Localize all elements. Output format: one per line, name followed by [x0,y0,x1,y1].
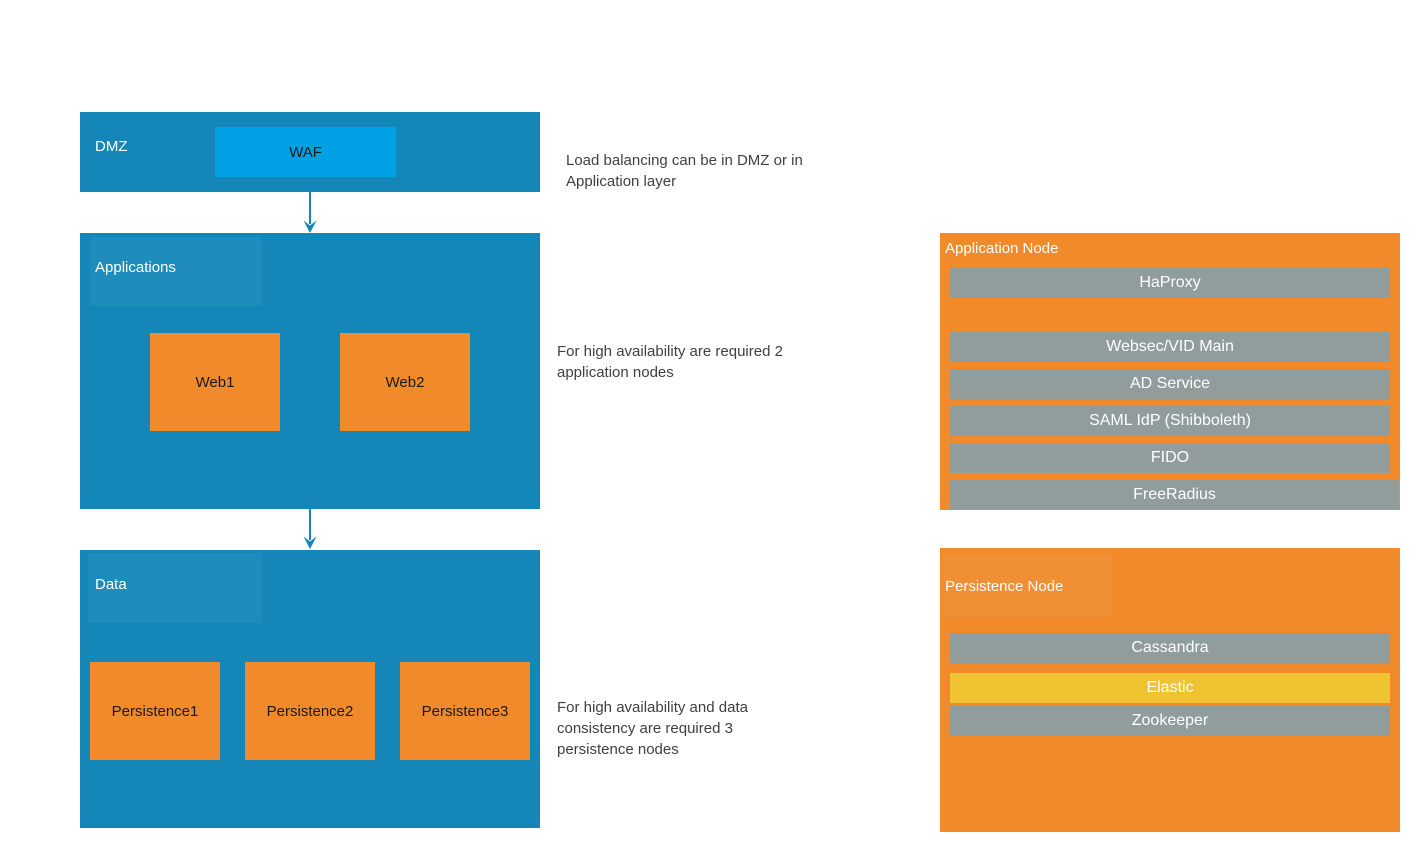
layer-applications-label: Applications [95,259,176,276]
annotation-line: persistence nodes [557,741,679,758]
service-bar-haproxy: HaProxy [950,268,1390,298]
service-bar-saml-idp: SAML IdP (Shibboleth) [950,406,1390,436]
node-persistence2-label: Persistence2 [266,702,354,720]
node-web1-label: Web1 [195,373,235,391]
node-waf: WAF [215,127,396,177]
arrow-dmz-to-applications [303,192,317,233]
annotation-line: Load balancing can be in DMZ or in [566,152,803,169]
layer-applications: Applications Web1 Web2 [80,233,540,509]
node-persistence3-label: Persistence3 [421,702,509,720]
node-persistence1-label: Persistence1 [111,702,199,720]
annotation-line: Application layer [566,173,677,190]
service-bar-websec-vid-main: Websec/VID Main [950,332,1390,362]
service-bar-freeradius: FreeRadius [950,480,1399,510]
service-bar-ad-service: AD Service [950,369,1390,399]
panel-persistence-node: Persistence Node Cassandra Elastic Zooke… [940,548,1400,832]
annotation-load-balancing: Load balancing can be in DMZ or in Appli… [566,150,876,192]
layer-dmz: DMZ WAF [80,112,540,192]
arrow-applications-to-data [303,508,317,549]
node-persistence1: Persistence1 [90,662,220,760]
annotation-line: consistency are required 3 [557,720,733,737]
service-bar-cassandra: Cassandra [950,633,1390,663]
service-bar-elastic: Elastic [950,673,1390,703]
annotation-line: application nodes [557,364,674,381]
layer-data: Data Persistence1 Persistence2 Persisten… [80,550,540,828]
panel-application-node: Application Node HaProxy Websec/VID Main… [940,233,1400,510]
service-bar-fido: FIDO [950,443,1390,473]
node-waf-label: WAF [289,143,322,161]
annotation-line: For high availability and data [557,699,748,716]
node-web1: Web1 [150,333,280,431]
annotation-persistence-nodes: For high availability and data consisten… [557,697,807,760]
layer-dmz-label: DMZ [95,138,128,155]
panel-application-node-title: Application Node [945,240,1059,257]
layer-data-label: Data [95,576,127,593]
annotation-line: For high availability are required 2 [557,343,783,360]
panel-persistence-node-title: Persistence Node [945,578,1064,595]
node-persistence2: Persistence2 [245,662,375,760]
node-web2-label: Web2 [385,373,425,391]
node-persistence3: Persistence3 [400,662,530,760]
node-web2: Web2 [340,333,470,431]
service-bar-zookeeper: Zookeeper [950,706,1390,736]
annotation-application-nodes: For high availability are required 2 app… [557,341,857,383]
